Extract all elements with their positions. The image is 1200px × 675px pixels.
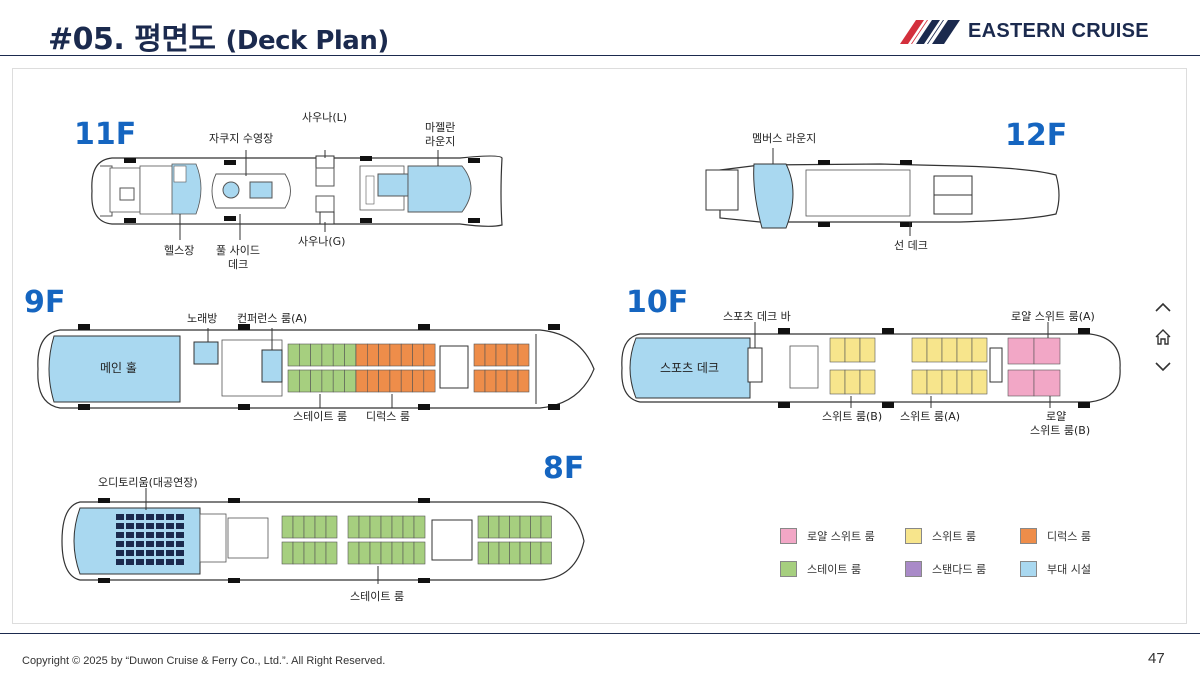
brand-name: EASTERN CRUISE: [968, 19, 1149, 42]
legend-label: 로얄 스위트 룸: [807, 530, 875, 543]
page-title-en: (Deck Plan): [225, 26, 389, 56]
copyright-text: Copyright © 2025 by “Duwon Cruise & Ferr…: [22, 655, 386, 667]
legend-item: 스테이트 룸: [780, 561, 905, 577]
legend-item: 로얄 스위트 룸: [780, 528, 905, 544]
legend-swatch: [905, 561, 922, 577]
legend-swatch: [780, 528, 797, 544]
legend-label: 스탠다드 룸: [932, 563, 987, 576]
legend-label: 스테이트 룸: [807, 563, 862, 576]
legend-label: 디럭스 룸: [1047, 530, 1091, 543]
legend-label: 스위트 룸: [932, 530, 976, 543]
legend-label: 부대 시설: [1047, 563, 1091, 576]
legend-swatch: [1020, 528, 1037, 544]
legend-swatch: [905, 528, 922, 544]
footer-divider: [0, 633, 1200, 634]
legend-item: 스위트 룸: [905, 528, 1020, 544]
page-title-ko: #05. 평면도: [48, 22, 216, 57]
brand-logo-mark-icon: [900, 20, 960, 44]
legend-item: 디럭스 룸: [1020, 528, 1130, 544]
home-icon[interactable]: [1152, 326, 1174, 348]
brand-logo: EASTERN CRUISE: [898, 16, 1149, 46]
chevron-down-icon[interactable]: [1152, 356, 1174, 378]
legend-swatch: [780, 561, 797, 577]
legend-swatch: [1020, 561, 1037, 577]
legend-item: 부대 시설: [1020, 561, 1130, 577]
header-divider: [0, 55, 1200, 56]
page-title: #05. 평면도 (Deck Plan): [48, 14, 389, 58]
legend-item: 스탠다드 룸: [905, 561, 1020, 577]
page-number: 47: [1148, 650, 1165, 667]
chevron-up-icon[interactable]: [1152, 296, 1174, 318]
